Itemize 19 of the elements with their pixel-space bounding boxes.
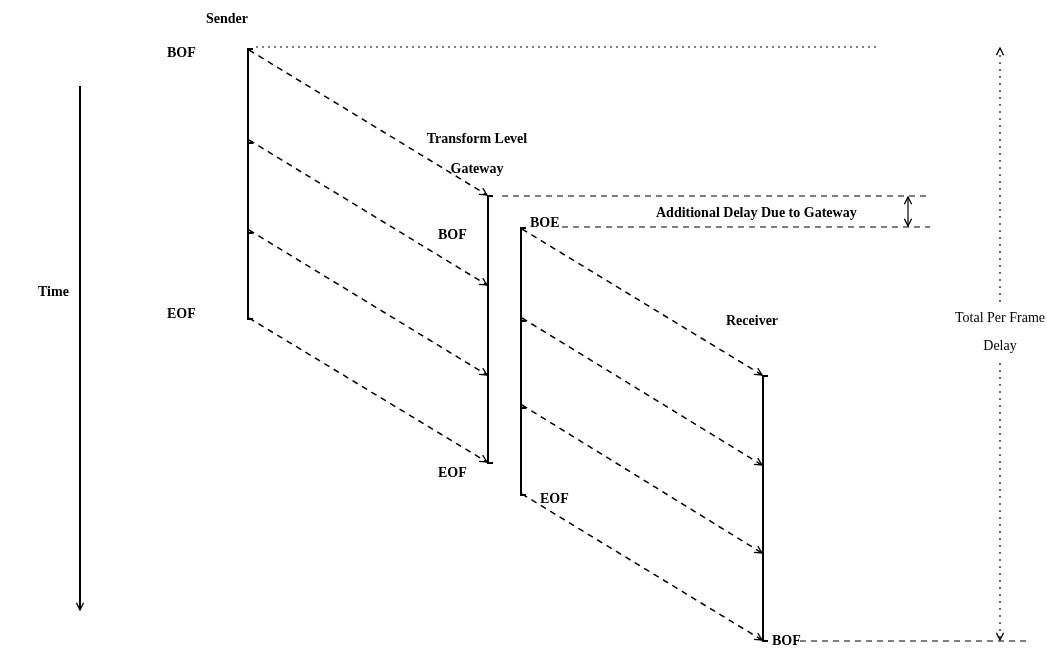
dashed-arrow (521, 228, 763, 376)
frame-marker-label: EOF (540, 490, 569, 507)
timeline-heading: Sender (206, 10, 248, 27)
dashed-arrow (248, 139, 488, 286)
frame-marker-label: EOF (438, 464, 467, 481)
dashed-arrow (248, 49, 488, 196)
frame-marker-label: EOF (167, 305, 196, 322)
frame-marker-label: BOF (167, 44, 196, 61)
frame-marker-label: BOE (530, 214, 560, 231)
dashed-arrow (521, 493, 763, 641)
dashed-arrow (521, 404, 763, 554)
dashed-arrow (248, 317, 488, 463)
timeline-heading: Transform Level Gateway (425, 130, 529, 178)
annotation-text: Additional Delay Due to Gateway (656, 204, 857, 221)
dashed-arrow (521, 317, 763, 466)
timeline-heading: Receiver (726, 312, 779, 329)
dashed-arrow (248, 229, 488, 376)
frame-marker-label: BOF (438, 226, 467, 243)
frame-marker-label: BOF (772, 632, 801, 648)
